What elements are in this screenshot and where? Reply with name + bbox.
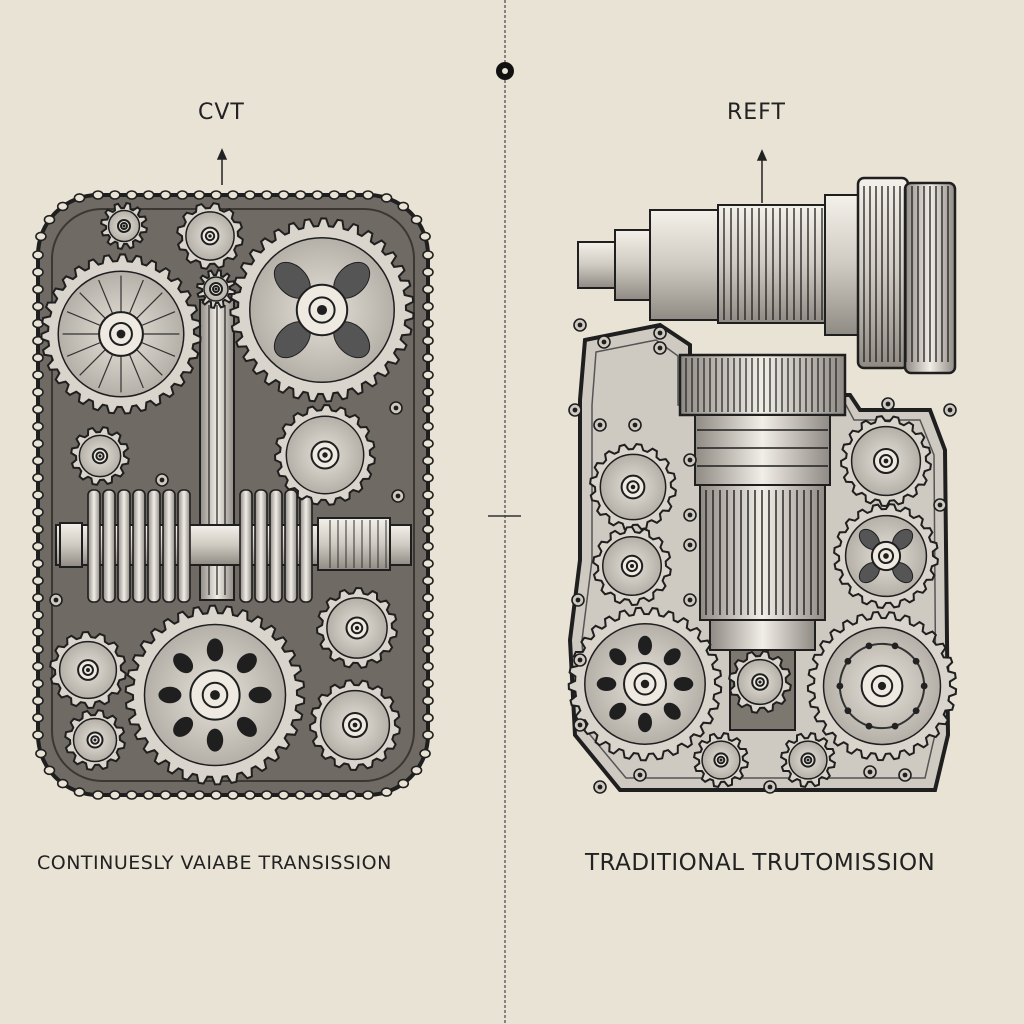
large-spoked-gear [40, 253, 202, 415]
lower-right-gear [315, 586, 398, 669]
left-mid-gear [592, 525, 672, 607]
traditional-caption: TRADITIONAL TRUTOMISSION [585, 850, 936, 876]
cvt-pointer-arrow [216, 148, 228, 185]
cvt-bolts [49, 401, 405, 607]
bottom-left-gear [64, 709, 126, 771]
left-upper-gear [589, 443, 677, 531]
bottom-small-gear-1 [692, 731, 750, 789]
bottom-small-gear-2 [779, 731, 837, 789]
clutch-drum [694, 414, 831, 486]
cvt-chain-border [32, 190, 434, 800]
cvt-gear-set [40, 201, 415, 786]
mid-left-gear [70, 426, 130, 486]
bottom-right-gear [308, 679, 401, 772]
traditional-gear-set [567, 415, 958, 789]
cvt-caption: CONTINUESLY VAIABE TRANSISSION [37, 852, 392, 874]
lower-left-gear [567, 606, 723, 762]
cvt-title: CVT [198, 100, 245, 125]
small-top-left-gear [99, 201, 149, 251]
large-window-gear [229, 217, 415, 403]
traditional-diagram [567, 176, 958, 794]
lower-right-gear [806, 610, 958, 762]
reft-pointer-arrow [756, 149, 768, 203]
bottom-main-gear [124, 604, 306, 786]
right-upper-gear [839, 415, 932, 508]
input-shaft-assembly [577, 176, 957, 375]
small-top-gear [176, 202, 244, 270]
right-mid-gear [833, 503, 939, 609]
traditional-bolts [568, 318, 957, 794]
spur-gear-drum [678, 353, 847, 417]
mid-right-gear [273, 403, 376, 506]
shaft-top-gear [195, 268, 237, 310]
variable-pulley [59, 489, 391, 603]
lower-left-gear [49, 630, 127, 710]
center-bottom-gear [728, 650, 792, 714]
traditional-title: REFT [727, 100, 786, 125]
cvt-diagram [32, 190, 434, 800]
